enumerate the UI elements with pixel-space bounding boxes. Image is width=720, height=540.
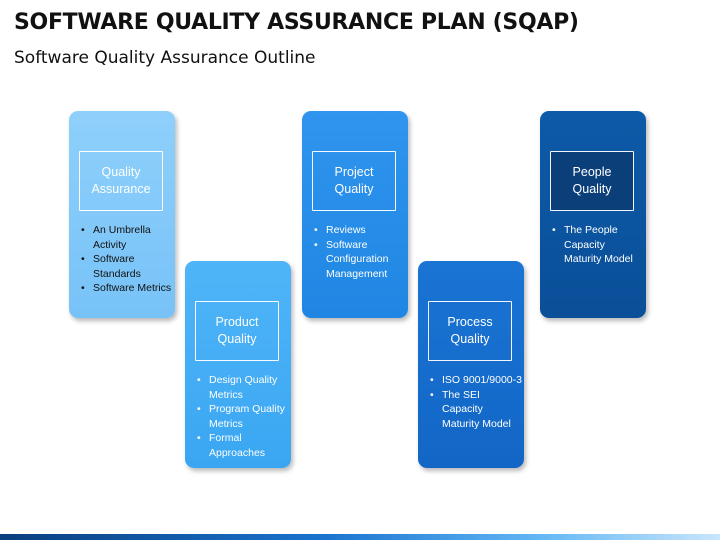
card-heading: People Quality — [550, 151, 634, 211]
list-item: ISO 9001/9000-3 — [426, 373, 522, 388]
card-project-quality: Project Quality Reviews Software Configu… — [302, 111, 408, 318]
bullet-list: Design Quality Metrics Program Quality M… — [193, 373, 289, 460]
list-item: Formal Approaches — [193, 431, 289, 460]
bullet-list: ISO 9001/9000-3 The SEI Capacity Maturit… — [426, 373, 522, 431]
bottom-accent-bar — [0, 534, 720, 540]
list-item: Design Quality Metrics — [193, 373, 289, 402]
card-heading: Product Quality — [195, 301, 279, 361]
bullet-list: Reviews Software Configuration Managemen… — [310, 223, 406, 281]
list-item: An Umbrella Activity — [77, 223, 173, 252]
list-item: Software Configuration Management — [310, 238, 406, 282]
bullet-list: The People Capacity Maturity Model — [548, 223, 644, 267]
slide-subtitle: Software Quality Assurance Outline — [14, 48, 316, 68]
card-people-quality: People Quality The People Capacity Matur… — [540, 111, 646, 318]
card-quality-assurance: Quality Assurance An Umbrella Activity S… — [69, 111, 175, 318]
list-item: Reviews — [310, 223, 406, 238]
list-item: Software Standards — [77, 252, 173, 281]
list-item: The People Capacity Maturity Model — [548, 223, 644, 267]
slide-title: SOFTWARE QUALITY ASSURANCE PLAN (SQAP) — [14, 10, 579, 35]
list-item: Software Metrics — [77, 281, 173, 296]
card-heading: Project Quality — [312, 151, 396, 211]
card-heading: Quality Assurance — [79, 151, 163, 211]
list-item: Program Quality Metrics — [193, 402, 289, 431]
card-heading: Process Quality — [428, 301, 512, 361]
card-product-quality: Product Quality Design Quality Metrics P… — [185, 261, 291, 468]
card-process-quality: Process Quality ISO 9001/9000-3 The SEI … — [418, 261, 524, 468]
bullet-list: An Umbrella Activity Software Standards … — [77, 223, 173, 296]
list-item: The SEI Capacity Maturity Model — [426, 388, 522, 432]
